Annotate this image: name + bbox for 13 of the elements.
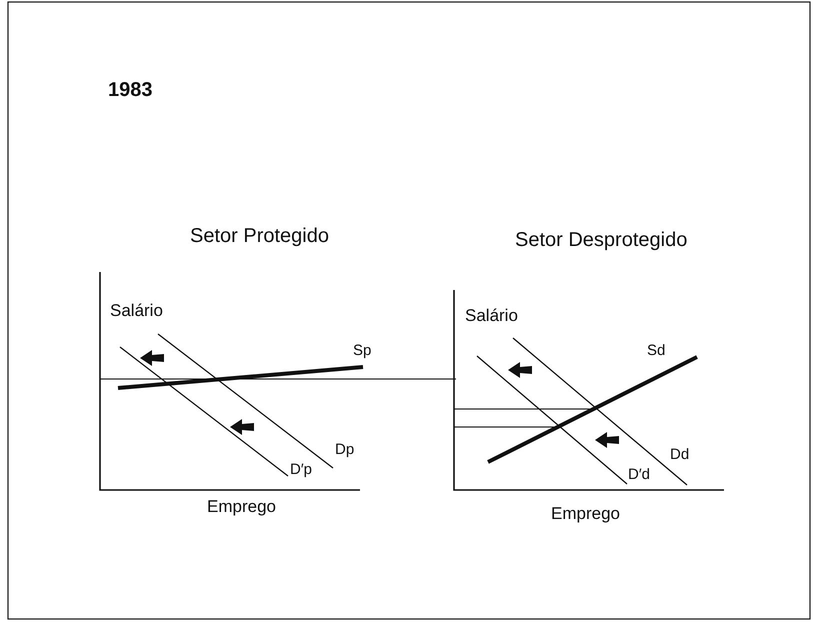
axis-label: Salário (110, 302, 163, 319)
axis-label: Salário (465, 307, 518, 324)
title: 1983 (108, 80, 152, 100)
chart-heading: Setor Desprotegido (515, 230, 688, 250)
chart-heading: Setor Protegido (190, 226, 329, 246)
curve-label: D′d (628, 467, 650, 482)
curve-label: Dp (335, 442, 354, 457)
curve-label: Dd (670, 447, 690, 462)
curve-label: D′p (290, 462, 312, 477)
axis-label: Emprego (207, 498, 276, 515)
curve-label: Sd (647, 343, 666, 358)
axis-label: Emprego (551, 505, 620, 522)
curve-label: Sp (353, 343, 372, 358)
